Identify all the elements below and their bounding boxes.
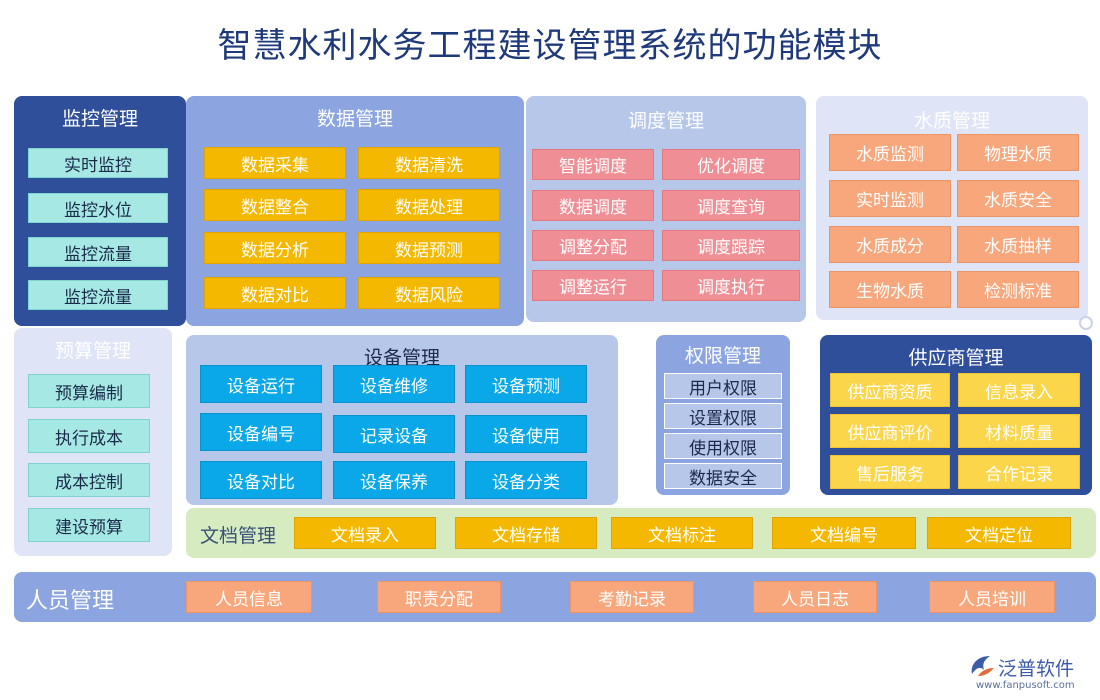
supplier-item[interactable]: 信息录入 — [958, 373, 1080, 407]
documents-title: 文档管理 — [200, 525, 277, 547]
documents-panel: 文档管理 文档录入 文档存储 文档标注 文档编号 文档定位 — [186, 508, 1096, 558]
logo-name: 泛普软件 — [998, 658, 1075, 680]
monitor-item[interactable]: 监控流量 — [28, 237, 168, 267]
dispatch-title: 调度管理 — [627, 110, 704, 132]
equipment-item[interactable]: 设备分类 — [465, 461, 587, 499]
equipment-item[interactable]: 记录设备 — [333, 415, 455, 453]
data-management-panel: 数据管理 数据采集 数据清洗 数据整合 数据处理 数据分析 数据预测 数据对比 … — [186, 96, 524, 326]
equipment-panel: 设备管理 设备运行 设备维修 设备预测 设备编号 记录设备 设备使用 设备对比 … — [186, 335, 618, 505]
dispatch-item[interactable]: 调整分配 — [532, 230, 654, 261]
logo-url: www.fanpusoft.com — [976, 680, 1075, 691]
fanpu-logo-icon — [971, 656, 994, 676]
data-management-item[interactable]: 数据整合 — [204, 189, 346, 221]
permission-title: 权限管理 — [684, 345, 761, 367]
personnel-panel: 人员管理 人员信息 职责分配 考勤记录 人员日志 人员培训 — [14, 572, 1096, 622]
permission-item[interactable]: 使用权限 — [664, 433, 782, 459]
equipment-item[interactable]: 设备维修 — [333, 365, 455, 403]
monitor-item[interactable]: 监控流量 — [28, 280, 168, 310]
equipment-item[interactable]: 设备对比 — [200, 461, 322, 499]
monitor-item[interactable]: 监控水位 — [28, 193, 168, 223]
supplier-title: 供应商管理 — [908, 347, 1004, 369]
documents-item[interactable]: 文档编号 — [772, 517, 916, 549]
water-quality-item[interactable]: 水质监测 — [829, 134, 951, 171]
permission-item[interactable]: 用户权限 — [664, 373, 782, 399]
equipment-item[interactable]: 设备保养 — [333, 461, 455, 499]
panel-handle-dot — [1079, 316, 1093, 330]
monitor-title: 监控管理 — [61, 108, 138, 130]
personnel-item[interactable]: 人员日志 — [753, 581, 877, 613]
dispatch-item[interactable]: 调度跟踪 — [662, 230, 800, 261]
budget-item[interactable]: 执行成本 — [28, 419, 150, 453]
water-quality-item[interactable]: 水质成分 — [829, 226, 951, 263]
water-quality-item[interactable]: 生物水质 — [829, 271, 951, 308]
data-management-item[interactable]: 数据分析 — [204, 232, 346, 264]
equipment-title: 设备管理 — [363, 347, 440, 369]
personnel-item[interactable]: 人员培训 — [929, 581, 1055, 613]
dispatch-item[interactable]: 调度查询 — [662, 190, 800, 221]
water-quality-item[interactable]: 实时监测 — [829, 180, 951, 217]
equipment-item[interactable]: 设备编号 — [200, 413, 322, 451]
data-management-item[interactable]: 数据对比 — [204, 277, 346, 309]
dispatch-item[interactable]: 调度执行 — [662, 270, 800, 301]
supplier-item[interactable]: 合作记录 — [958, 455, 1080, 489]
water-quality-item[interactable]: 检测标准 — [957, 271, 1079, 308]
supplier-item[interactable]: 供应商评价 — [830, 414, 950, 448]
personnel-item[interactable]: 考勤记录 — [570, 581, 694, 613]
budget-item[interactable]: 成本控制 — [28, 463, 150, 497]
data-management-item[interactable]: 数据风险 — [358, 277, 500, 309]
dispatch-panel: 调度管理 智能调度 优化调度 数据调度 调度查询 调整分配 调度跟踪 调整运行 … — [526, 96, 806, 322]
budget-item[interactable]: 预算编制 — [28, 374, 150, 408]
data-management-item[interactable]: 数据预测 — [358, 232, 500, 264]
equipment-item[interactable]: 设备使用 — [465, 415, 587, 453]
data-management-item[interactable]: 数据清洗 — [358, 147, 500, 179]
supplier-item[interactable]: 售后服务 — [830, 455, 950, 489]
monitor-panel: 监控管理 实时监控 监控水位 监控流量 监控流量 — [14, 96, 186, 326]
documents-item[interactable]: 文档存储 — [455, 517, 597, 549]
permission-item[interactable]: 设置权限 — [664, 403, 782, 429]
dispatch-item[interactable]: 智能调度 — [532, 149, 654, 180]
budget-panel: 预算管理 预算编制 执行成本 成本控制 建设预算 — [14, 328, 172, 556]
documents-item[interactable]: 文档定位 — [927, 517, 1071, 549]
personnel-item[interactable]: 人员信息 — [186, 581, 312, 613]
permission-item[interactable]: 数据安全 — [664, 463, 782, 489]
dispatch-item[interactable]: 调整运行 — [532, 270, 654, 301]
water-quality-item[interactable]: 水质抽样 — [957, 226, 1079, 263]
dispatch-item[interactable]: 优化调度 — [662, 149, 800, 180]
monitor-item[interactable]: 实时监控 — [28, 148, 168, 178]
water-quality-panel: 水质管理 水质监测 物理水质 实时监测 水质安全 水质成分 水质抽样 生物水质 … — [816, 96, 1088, 320]
documents-item[interactable]: 文档录入 — [294, 517, 436, 549]
data-management-item[interactable]: 数据处理 — [358, 189, 500, 221]
data-management-item[interactable]: 数据采集 — [204, 147, 346, 179]
water-quality-item[interactable]: 物理水质 — [957, 134, 1079, 171]
dispatch-item[interactable]: 数据调度 — [532, 190, 654, 221]
budget-item[interactable]: 建设预算 — [28, 508, 150, 542]
budget-title: 预算管理 — [54, 340, 131, 362]
supplier-item[interactable]: 供应商资质 — [830, 373, 950, 407]
equipment-item[interactable]: 设备运行 — [200, 365, 322, 403]
documents-item[interactable]: 文档标注 — [611, 517, 753, 549]
water-quality-item[interactable]: 水质安全 — [957, 180, 1079, 217]
personnel-title: 人员管理 — [26, 589, 115, 614]
permission-panel: 权限管理 用户权限 设置权限 使用权限 数据安全 — [656, 335, 790, 495]
water-quality-title: 水质管理 — [913, 110, 990, 132]
personnel-item[interactable]: 职责分配 — [377, 581, 501, 613]
data-management-title: 数据管理 — [316, 108, 393, 130]
equipment-item[interactable]: 设备预测 — [465, 365, 587, 403]
page-title: 智慧水利水务工程建设管理系统的功能模块 — [217, 26, 883, 66]
supplier-item[interactable]: 材料质量 — [958, 414, 1080, 448]
supplier-panel: 供应商管理 供应商资质 信息录入 供应商评价 材料质量 售后服务 合作记录 — [820, 335, 1092, 495]
brand-logo: 泛普软件 www.fanpusoft.com — [968, 652, 1098, 698]
